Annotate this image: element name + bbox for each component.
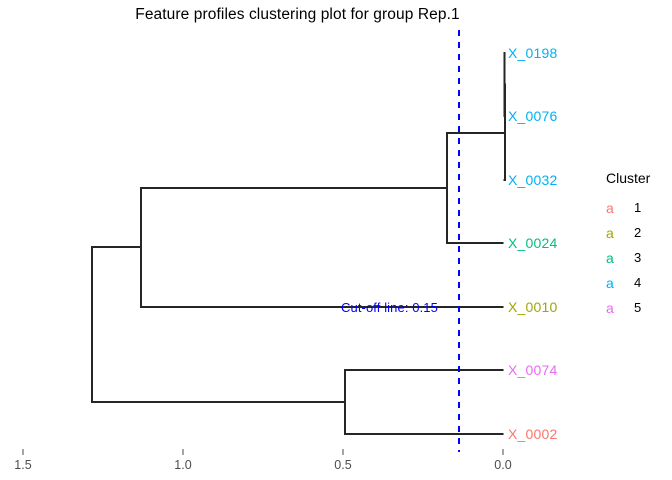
cutoff-annotation-label: Cut-off line: 0.15: [341, 300, 438, 315]
branch-m3: [446, 132, 505, 244]
axis-ticks: [22, 449, 504, 455]
legend-key-glyph-3: a: [606, 249, 614, 266]
legend-item-3[interactable]: a 3: [606, 245, 672, 270]
leaf-label-x-0074: X_0074: [508, 362, 558, 378]
legend-key-glyph-5: a: [606, 299, 614, 316]
legend-label-3: 3: [634, 250, 642, 265]
leaf-label-x-0032: X_0032: [508, 172, 558, 188]
axis-tick-label-1-0: 1.0: [174, 458, 192, 472]
legend: Cluster a 1 a 2 a 3 a 4 a 5: [606, 170, 672, 320]
axis-tick-label-1-5: 1.5: [14, 458, 32, 472]
legend-item-4[interactable]: a 4: [606, 270, 672, 295]
legend-key-glyph-2: a: [606, 224, 614, 241]
page-title: Feature profiles clustering plot for gro…: [135, 6, 460, 23]
axis-tick-label-0-0: 0.0: [494, 458, 512, 472]
legend-label-4: 4: [634, 275, 642, 290]
branch-m4: [140, 187, 504, 308]
axis-tick-label-0-5: 0.5: [334, 458, 352, 472]
legend-item-2[interactable]: a 2: [606, 220, 672, 245]
branch-m5: [344, 369, 504, 435]
legend-key-glyph-1: a: [606, 199, 614, 216]
leaf-label-x-0198: X_0198: [508, 45, 558, 61]
legend-key-glyph-4: a: [606, 274, 614, 291]
legend-label-1: 1: [634, 200, 642, 215]
legend-item-1[interactable]: a 1: [606, 195, 672, 220]
legend-item-5[interactable]: a 5: [606, 295, 672, 320]
legend-title: Cluster: [606, 170, 651, 186]
leaf-label-x-0010: X_0010: [508, 299, 558, 315]
leaf-label-x-0002: X_0002: [508, 426, 558, 442]
dendrogram-branches: [91, 52, 506, 435]
legend-label-2: 2: [634, 225, 642, 240]
branch-root: [91, 246, 345, 403]
leaf-label-x-0024: X_0024: [508, 235, 558, 251]
leaf-label-x-0076: X_0076: [508, 108, 558, 124]
legend-label-5: 5: [634, 300, 642, 315]
